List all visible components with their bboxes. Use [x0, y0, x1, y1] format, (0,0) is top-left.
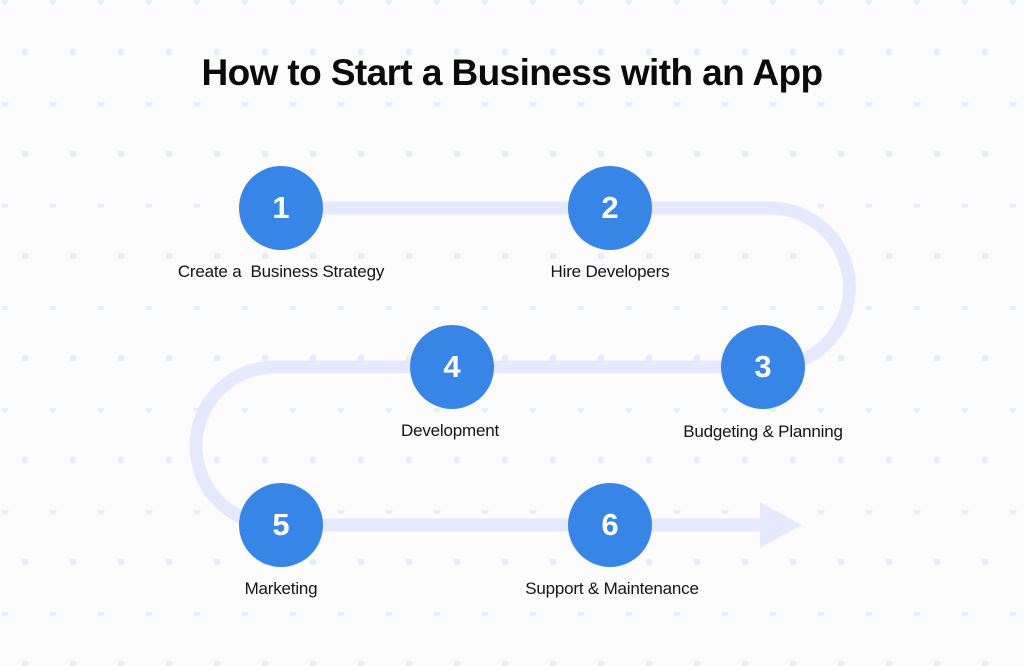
step-label: Hire Developers: [550, 262, 670, 281]
page-title: How to Start a Business with an App: [201, 52, 823, 93]
step-label: Marketing: [244, 579, 318, 598]
step-number-badge: 2: [568, 166, 652, 250]
step-number-badge: 6: [568, 483, 652, 567]
step-label: Create a Business Strategy: [177, 262, 385, 281]
step-label: Budgeting & Planning: [683, 422, 843, 441]
step-number-badge: 1: [239, 166, 323, 250]
step-label: Development: [401, 421, 499, 440]
step-number-badge: 5: [239, 483, 323, 567]
process-path-line: [189, 201, 856, 532]
step-number-badge: 3: [721, 325, 805, 409]
arrow-right-icon: [760, 502, 802, 548]
step-label: Support & Maintenance: [525, 579, 699, 598]
step-number-badge: 4: [410, 325, 494, 409]
